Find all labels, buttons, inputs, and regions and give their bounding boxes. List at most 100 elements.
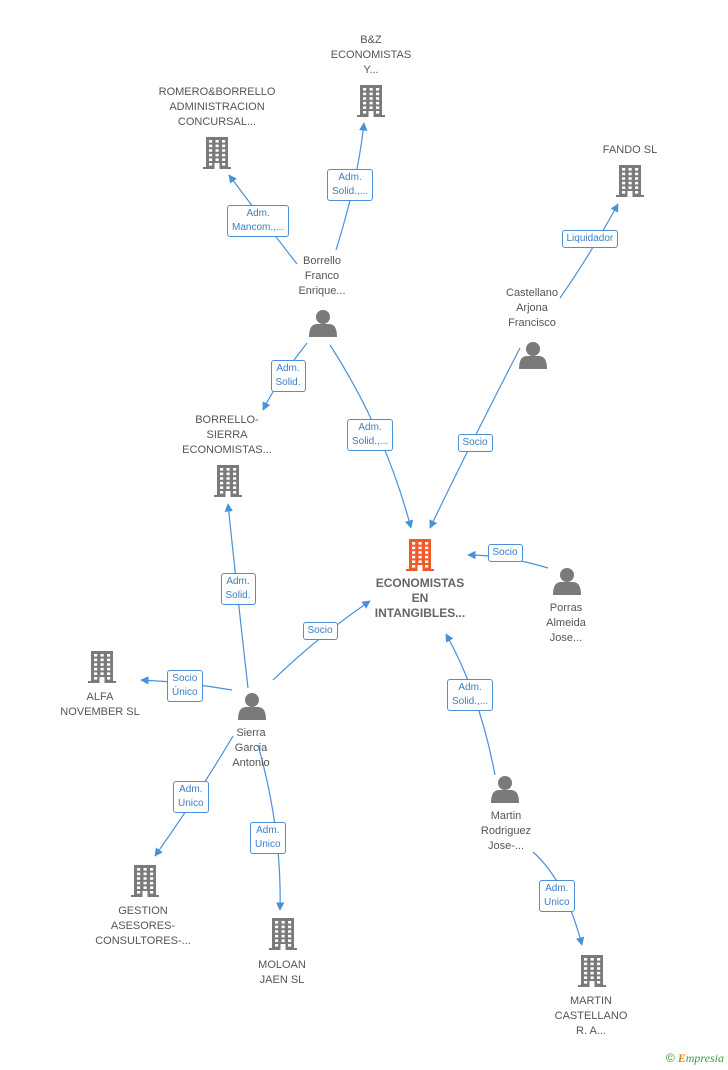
building-icon: [88, 651, 116, 683]
edge-label-line: Mancom.,...: [232, 222, 285, 233]
node-alfa[interactable]: ALFA NOVEMBER SL: [15, 690, 185, 720]
node-label-line: Jose...: [549, 632, 583, 644]
edge-label-line: Adm.: [458, 682, 482, 693]
edge-label-borrello_p-to-center[interactable]: Adm. Solid.,...: [347, 419, 394, 451]
node-label-line: Rodriguez: [480, 825, 532, 837]
node-label-line: FANDO SL: [602, 144, 658, 156]
edge-label-sierra-to-moloan[interactable]: Adm. Unico: [250, 822, 286, 854]
node-label-line: Garcia: [234, 742, 268, 754]
edge-label-borrello_p-to-bz[interactable]: Adm. Solid.,...: [327, 169, 374, 201]
edge-castellano-to-fando: [559, 203, 619, 299]
node-label-line: ADMINISTRACION: [169, 101, 265, 113]
edge-label-castellano-to-fando[interactable]: Liquidador: [561, 230, 619, 248]
node-label-line: Sierra: [236, 727, 266, 739]
node-label-line: ALFA: [86, 691, 114, 703]
node-label-line: NOVEMBER SL: [60, 706, 140, 718]
edge-label-line: Socio: [307, 625, 333, 636]
building-icon: [357, 85, 385, 117]
node-label-line: CONSULTORES-...: [95, 935, 191, 947]
building-icon: [616, 165, 644, 197]
node-label-line: SIERRA: [206, 429, 248, 441]
node-label-line: ROMERO&BORRELLO: [158, 86, 276, 98]
edge-label-line: Socio: [172, 673, 198, 684]
node-label-line: BORRELLO-: [195, 414, 259, 426]
edge-label-martin_r-to-center[interactable]: Adm. Solid.,...: [447, 679, 494, 711]
building-icon: [131, 865, 159, 897]
node-label-line: CASTELLANO: [554, 1010, 628, 1022]
node-label-line: JAEN SL: [259, 974, 305, 986]
node-label-line: Borrello: [303, 255, 341, 267]
edge-label-line: Adm.: [179, 784, 203, 795]
edge-label-line: Adm.: [338, 172, 362, 183]
edge-label-line: Adm.: [226, 576, 250, 587]
edge-label-martin_r-to-martin_c[interactable]: Adm. Unico: [539, 880, 575, 912]
node-moloan[interactable]: MOLOAN JAEN SL: [197, 958, 367, 988]
edge-label-line: Unico: [255, 839, 281, 850]
edge-label-line: Socio: [492, 547, 518, 558]
edge-label-line: Solid.,...: [332, 186, 369, 197]
edge-label-castellano-to-center[interactable]: Socio: [457, 434, 493, 452]
brand-name: mpresia: [685, 1051, 724, 1065]
person-icon: [309, 310, 337, 337]
node-label-line: EN: [411, 591, 429, 605]
edge-label-line: Adm.: [545, 883, 569, 894]
node-label-line: Porras: [549, 602, 583, 614]
node-label-line: Franco: [304, 270, 340, 282]
node-label-line: Enrique...: [298, 285, 346, 297]
node-label-line: Jose-...: [487, 840, 525, 852]
edge-label-sierra-to-borrello_s[interactable]: Adm. Solid.: [220, 573, 256, 605]
edge-label-line: Solid.,...: [352, 436, 389, 447]
node-fando[interactable]: FANDO SL: [545, 143, 715, 158]
edge-label-sierra-to-gestion[interactable]: Adm. Unico: [173, 781, 209, 813]
node-romero[interactable]: ROMERO&BORRELLO ADMINISTRACION CONCURSAL..…: [132, 85, 302, 130]
edge-label-line: Solid.: [225, 590, 251, 601]
edge-label-borrello_p-to-borrello_s[interactable]: Adm.Solid.: [270, 360, 306, 392]
copyright-symbol: ©: [665, 1051, 675, 1065]
edge-label-borrello_p-to-romero[interactable]: Adm. Mancom.,...: [227, 205, 290, 237]
empresia-logo: ©Empresia: [666, 1051, 724, 1066]
person-icon: [491, 776, 519, 803]
edge-label-line: Solid.,...: [452, 696, 489, 707]
edge-label-line: Adm.: [256, 825, 280, 836]
edge-label-line: Adm.: [276, 363, 300, 374]
node-label-line: MARTIN: [570, 995, 612, 1007]
node-label-line: R. A...: [576, 1025, 606, 1037]
node-martin_c[interactable]: MARTIN CASTELLANO R. A...: [506, 994, 676, 1039]
node-label-line: CONCURSAL...: [177, 116, 257, 128]
edge-label-line: Unico: [178, 798, 204, 809]
building-icon: [406, 539, 434, 571]
node-label-line: B&Z: [360, 34, 382, 46]
edge-label-line: Adm.: [246, 208, 270, 219]
node-label-line: MOLOAN: [258, 959, 306, 971]
edge-label-line: Unico: [544, 897, 570, 908]
node-label-line: Francisco: [508, 317, 556, 329]
building-icon: [203, 137, 231, 169]
node-label-line: Antonio: [232, 757, 270, 769]
building-icon: [214, 465, 242, 497]
edge-label-line: Liquidador: [566, 233, 614, 244]
edge-label-sierra-to-center[interactable]: Socio: [302, 622, 338, 640]
node-label-line: Martin: [490, 810, 522, 822]
node-label-line: INTANGIBLES...: [374, 606, 466, 620]
node-label-line: ECONOMISTAS: [375, 576, 465, 590]
person-icon: [238, 693, 266, 720]
node-label-line: ECONOMISTAS: [330, 49, 412, 61]
edge-label-porras-to-center[interactable]: Socio: [487, 544, 523, 562]
node-label-line: Almeida: [546, 617, 586, 629]
person-icon: [519, 342, 547, 369]
building-icon: [578, 955, 606, 987]
edge-label-line: Adm.: [358, 422, 382, 433]
brand-initial: E: [677, 1051, 686, 1065]
person-icon: [553, 568, 581, 595]
edge-label-line: Único: [172, 687, 198, 698]
